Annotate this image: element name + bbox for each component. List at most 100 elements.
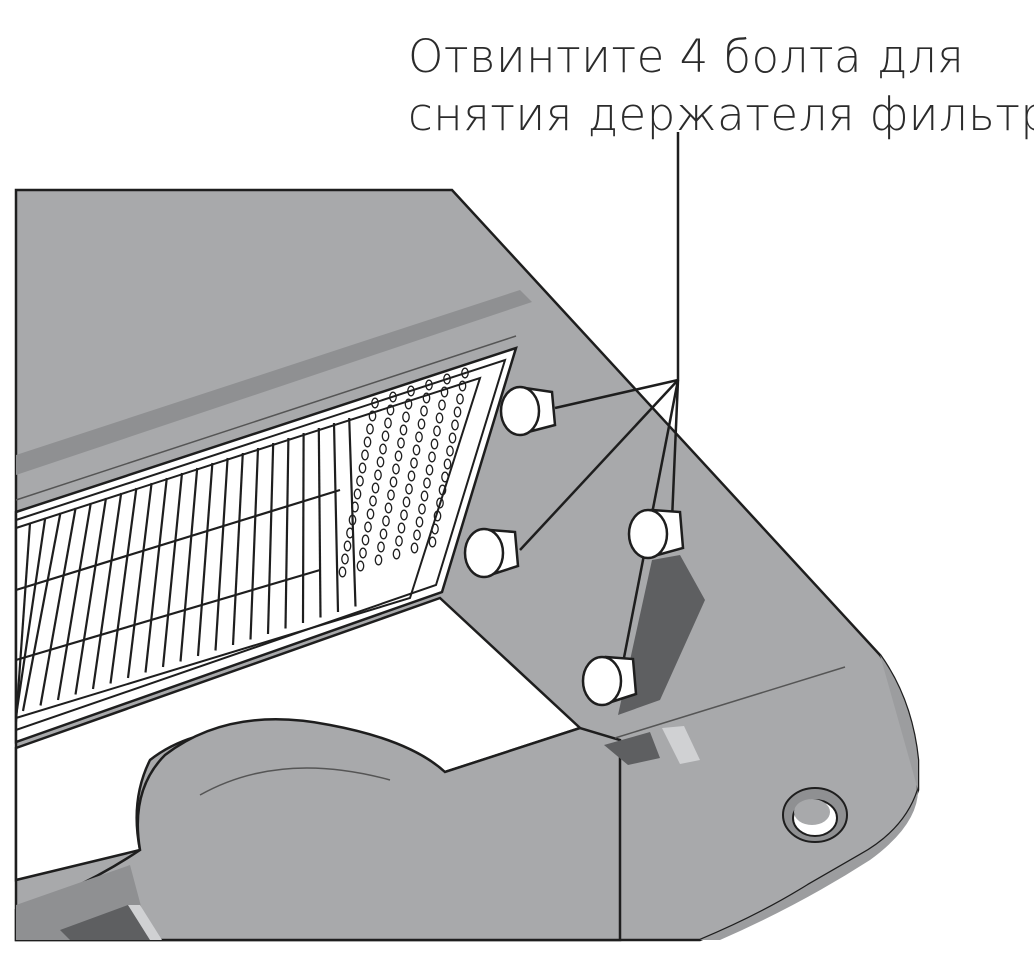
perforation-hole bbox=[415, 431, 423, 443]
leader-lines bbox=[519, 132, 680, 669]
perforation-hole bbox=[458, 380, 467, 392]
perforation-hole bbox=[395, 535, 403, 547]
grille-slat bbox=[126, 482, 153, 679]
perforation-hole bbox=[443, 458, 452, 470]
perforation-hole bbox=[366, 423, 374, 435]
perforation-hole bbox=[366, 508, 375, 520]
grille-bar bbox=[15, 488, 341, 592]
grille-slat bbox=[249, 447, 260, 640]
perforation-hole bbox=[453, 406, 462, 418]
perforation-hole bbox=[402, 411, 410, 423]
grille-slat bbox=[161, 472, 184, 668]
grille-slat bbox=[14, 517, 47, 717]
perforation-hole bbox=[418, 503, 426, 515]
perforation-hole bbox=[431, 523, 439, 535]
perforation-hole bbox=[371, 482, 380, 494]
perforation-hole bbox=[353, 488, 362, 500]
perforation-hole bbox=[371, 397, 379, 409]
grille-bar bbox=[15, 568, 321, 662]
perforation-hole bbox=[407, 470, 416, 482]
grille-slat bbox=[317, 427, 322, 618]
perforation-hole bbox=[363, 436, 372, 448]
bottom-slot-light bbox=[662, 726, 700, 764]
perforation-hole bbox=[377, 541, 385, 553]
grille-slat bbox=[144, 477, 168, 673]
perforation-hole bbox=[379, 528, 388, 540]
bolt-icon bbox=[499, 385, 557, 437]
perforation-hole bbox=[384, 502, 393, 514]
grille-slat bbox=[179, 467, 199, 662]
grille-slat bbox=[74, 497, 108, 695]
housing-front-edge bbox=[700, 655, 918, 940]
filter-frame-inner bbox=[15, 376, 482, 720]
leader-bolt-2 bbox=[519, 379, 679, 551]
perforation-hole bbox=[422, 392, 431, 404]
perforation-hole bbox=[402, 496, 411, 508]
perforation-hole bbox=[435, 412, 444, 424]
perforation-hole bbox=[369, 495, 377, 507]
perforation-hole bbox=[341, 553, 349, 565]
grille-slat bbox=[332, 422, 340, 613]
bottom-slot bbox=[604, 732, 660, 765]
seam-line bbox=[614, 666, 846, 739]
perforation-hole bbox=[397, 437, 405, 449]
perforation-hole bbox=[430, 438, 439, 450]
perforation-hole bbox=[441, 471, 449, 483]
grille-slat bbox=[231, 452, 244, 646]
annotation-line-2: снятия держателя фильтра bbox=[408, 88, 1034, 141]
perforation-hole bbox=[374, 469, 382, 481]
perforation-hole bbox=[423, 477, 431, 489]
motor-cover-arc bbox=[199, 767, 391, 796]
grille-slat bbox=[56, 502, 92, 701]
perforation-hole bbox=[387, 489, 395, 501]
grille-slat bbox=[301, 432, 305, 624]
perforation-hole bbox=[399, 424, 408, 436]
grille-slat bbox=[14, 522, 32, 723]
perforation-hole bbox=[413, 529, 421, 541]
perforation-hole bbox=[420, 405, 428, 417]
grille-slat bbox=[109, 487, 138, 684]
perforation-hole bbox=[359, 547, 367, 559]
perforation-hole bbox=[389, 391, 397, 403]
perforation-hole bbox=[374, 554, 383, 566]
perforation-hole bbox=[351, 501, 359, 513]
perforation-hole bbox=[397, 522, 406, 534]
left-slot-light bbox=[128, 905, 162, 940]
perforation-hole bbox=[415, 516, 424, 528]
bolt-icon bbox=[627, 508, 685, 560]
bolt-icon bbox=[581, 655, 638, 707]
perforation-hole bbox=[381, 430, 390, 442]
grille-slat bbox=[39, 507, 77, 706]
perforation-hole bbox=[451, 419, 459, 431]
grille-slat bbox=[91, 492, 123, 690]
grille-slat bbox=[196, 462, 214, 657]
perforation-hole bbox=[433, 510, 442, 522]
perforation-hole bbox=[384, 417, 392, 429]
perforation-hole bbox=[376, 456, 385, 468]
perforation-hole bbox=[358, 462, 367, 474]
perforation-hole bbox=[420, 490, 429, 502]
perforation-hole bbox=[346, 527, 354, 539]
perforation-hole bbox=[428, 451, 436, 463]
perforation-hole bbox=[404, 398, 413, 410]
perforation-hole bbox=[410, 457, 418, 469]
perforation-hole bbox=[440, 386, 449, 398]
perforation-hole bbox=[436, 497, 444, 509]
grille-slat bbox=[214, 457, 229, 651]
grille-slat bbox=[284, 437, 290, 629]
perforation-hole bbox=[386, 404, 395, 416]
perforation-hole bbox=[356, 475, 364, 487]
perforation-hole bbox=[410, 542, 419, 554]
leader-bolt-3 bbox=[670, 379, 680, 521]
perforation-hole bbox=[438, 484, 447, 496]
perforation-hole bbox=[356, 560, 365, 572]
side-slot bbox=[618, 555, 705, 715]
top-ledge-line bbox=[15, 335, 517, 501]
perforation-hole bbox=[400, 509, 408, 521]
perforation-hole bbox=[392, 548, 401, 560]
perforation-hole bbox=[456, 393, 464, 405]
bolt-icon bbox=[463, 527, 520, 579]
screw-hole-icon bbox=[782, 787, 848, 843]
perforation-hole bbox=[405, 483, 413, 495]
left-slot bbox=[60, 905, 150, 940]
